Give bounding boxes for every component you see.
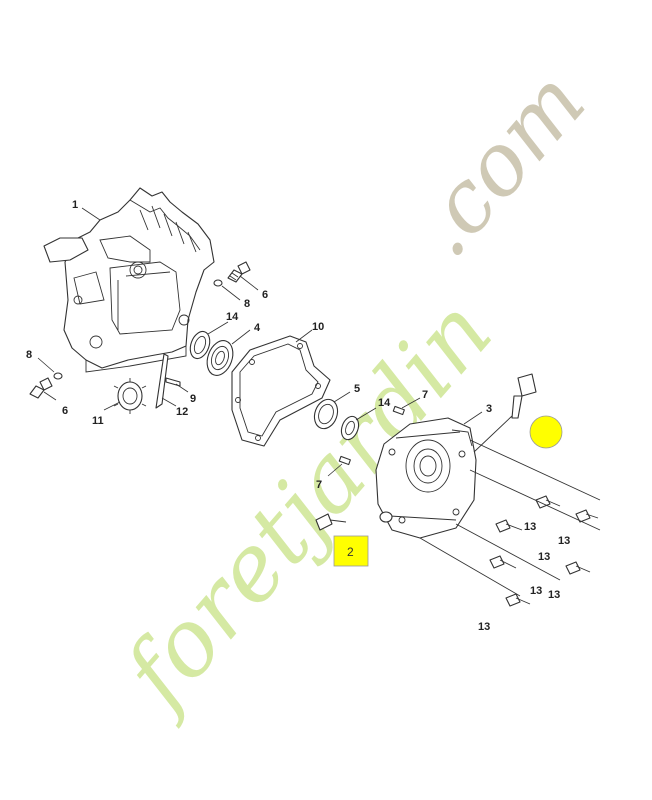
label-14-right: 14	[378, 397, 391, 409]
assembly-lines	[419, 415, 601, 597]
part-labels: 1 6 8 14 4 10 8 6 11 12 9 5 14 7 3 7 13 …	[26, 199, 570, 633]
label-7-upper: 7	[422, 389, 428, 401]
highlight-circle[interactable]	[529, 415, 563, 449]
highlight-box-2[interactable]: 2	[333, 535, 369, 567]
label-3: 3	[486, 403, 492, 415]
highlight-box-label: 2	[347, 545, 354, 559]
label-1: 1	[72, 199, 78, 211]
oil-seal-14-left[interactable]	[187, 329, 213, 361]
watermark-dotcom: .com	[392, 53, 604, 276]
gear-11[interactable]	[113, 378, 147, 414]
bearing-5[interactable]	[311, 396, 342, 432]
bolt-6-lower[interactable]	[29, 377, 53, 399]
gasket-10[interactable]	[231, 335, 331, 447]
label-11: 11	[92, 415, 104, 427]
oil-seal-14-right[interactable]	[338, 414, 361, 442]
label-8-upper: 8	[244, 298, 250, 310]
label-5: 5	[354, 383, 360, 395]
label-13-c: 13	[538, 551, 550, 563]
label-13-f: 13	[478, 621, 490, 633]
label-12: 12	[176, 406, 188, 418]
washer-8-upper[interactable]	[213, 279, 223, 287]
crankcase-cover-3[interactable]	[375, 417, 477, 539]
label-7-lower: 7	[316, 479, 322, 491]
bolt-6-upper[interactable]	[227, 261, 251, 283]
dowel-pin-7-lower[interactable]	[338, 455, 351, 466]
drain-plug-2[interactable]	[315, 513, 347, 531]
label-4: 4	[254, 322, 261, 334]
oil-dipstick[interactable]	[511, 373, 537, 419]
label-13-a: 13	[524, 521, 536, 533]
label-6-upper: 6	[262, 289, 268, 301]
dowel-pin-7-upper[interactable]	[392, 405, 405, 416]
label-13-e: 13	[548, 589, 560, 601]
crankcase-part[interactable]	[43, 187, 215, 373]
bearing-4[interactable]	[203, 337, 238, 379]
label-8-left: 8	[26, 349, 32, 361]
label-6-lower: 6	[62, 405, 68, 417]
label-10: 10	[312, 321, 324, 333]
label-9: 9	[190, 393, 196, 405]
label-14-left: 14	[226, 311, 239, 323]
shaft-12[interactable]	[155, 353, 169, 409]
label-13-d: 13	[530, 585, 542, 597]
washer-8-left[interactable]	[53, 372, 63, 380]
label-13-b: 13	[558, 535, 570, 547]
leader-lines	[37, 207, 483, 477]
